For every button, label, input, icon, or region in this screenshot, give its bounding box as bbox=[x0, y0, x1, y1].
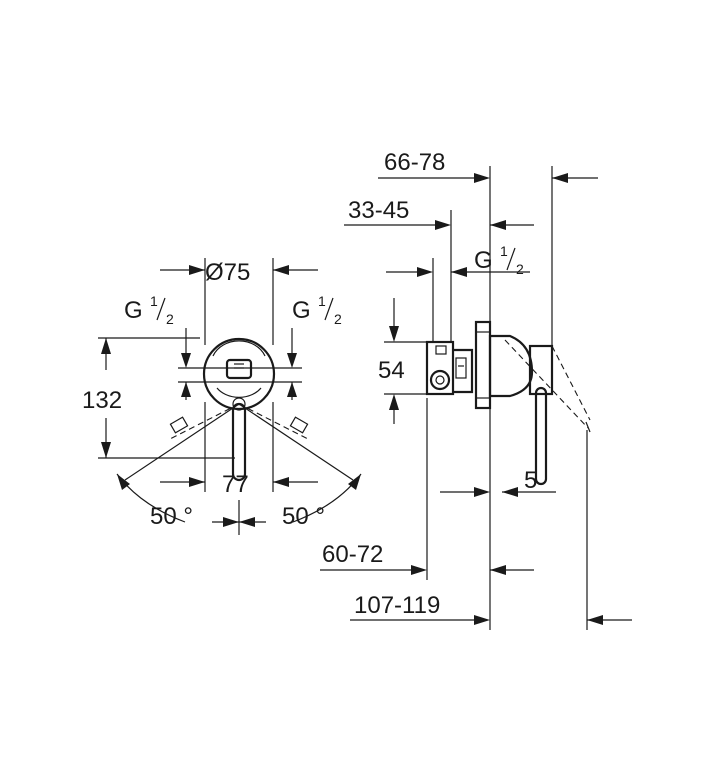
thread-left-letter: G bbox=[124, 297, 143, 324]
depth-range-2-dimension: 33-45 bbox=[344, 197, 534, 230]
depth-range-1-label: 66-78 bbox=[384, 149, 445, 176]
side-thread-letter: G bbox=[474, 247, 493, 274]
thread-left-dimension: G 1 2 bbox=[124, 293, 191, 400]
side-thread-dimension: G 1 2 bbox=[386, 243, 530, 277]
spacing-dimension: 77 bbox=[160, 402, 318, 498]
escutcheon-side bbox=[488, 334, 534, 398]
thread-left-numerator: 1 bbox=[150, 293, 158, 309]
angle-dimension: 50 ° 50 ° bbox=[116, 403, 362, 535]
side-thread-numerator: 1 bbox=[500, 243, 508, 259]
spacing-label: 77 bbox=[222, 471, 249, 498]
install-range-dimension: 60-72 bbox=[320, 541, 534, 575]
install-range-label: 60-72 bbox=[322, 541, 383, 568]
front-view: Ø75 G 1 2 G 1 2 bbox=[82, 258, 362, 535]
height-dimension: 132 bbox=[82, 337, 235, 459]
thread-right-dimension: G 1 2 bbox=[287, 293, 342, 400]
cartridge-housing bbox=[528, 344, 554, 396]
lever-handle bbox=[231, 402, 247, 482]
side-view: 66-78 33-45 G 1 2 bbox=[320, 149, 632, 630]
body-height-dimension: 54 bbox=[378, 298, 432, 424]
side-lever bbox=[534, 386, 548, 486]
mounting-plate bbox=[474, 320, 492, 410]
depth-range-1-dimension: 66-78 bbox=[378, 149, 598, 183]
valve-body bbox=[425, 340, 455, 396]
diameter-dimension: Ø75 bbox=[160, 258, 318, 345]
escutcheon-plate bbox=[202, 337, 276, 411]
total-depth-dimension: 107-119 bbox=[350, 592, 632, 625]
total-depth-label: 107-119 bbox=[354, 592, 440, 619]
front-fixture bbox=[202, 337, 276, 482]
thread-right-numerator: 1 bbox=[318, 293, 326, 309]
body-height-label: 54 bbox=[378, 357, 405, 384]
depth-range-2-label: 33-45 bbox=[348, 197, 409, 224]
plate-offset-dimension: 5 bbox=[440, 467, 556, 497]
angle-right-label: 50 ° bbox=[282, 503, 325, 530]
thread-left-denominator: 2 bbox=[166, 311, 174, 327]
angle-left-label: 50 ° bbox=[150, 503, 193, 530]
plate-offset-label: 5 bbox=[524, 467, 537, 494]
thread-right-letter: G bbox=[292, 297, 311, 324]
height-label: 132 bbox=[82, 387, 122, 414]
diameter-label: Ø75 bbox=[205, 259, 250, 286]
thread-right-denominator: 2 bbox=[334, 311, 342, 327]
side-thread-denominator: 2 bbox=[516, 261, 524, 277]
side-fixture bbox=[425, 320, 591, 486]
